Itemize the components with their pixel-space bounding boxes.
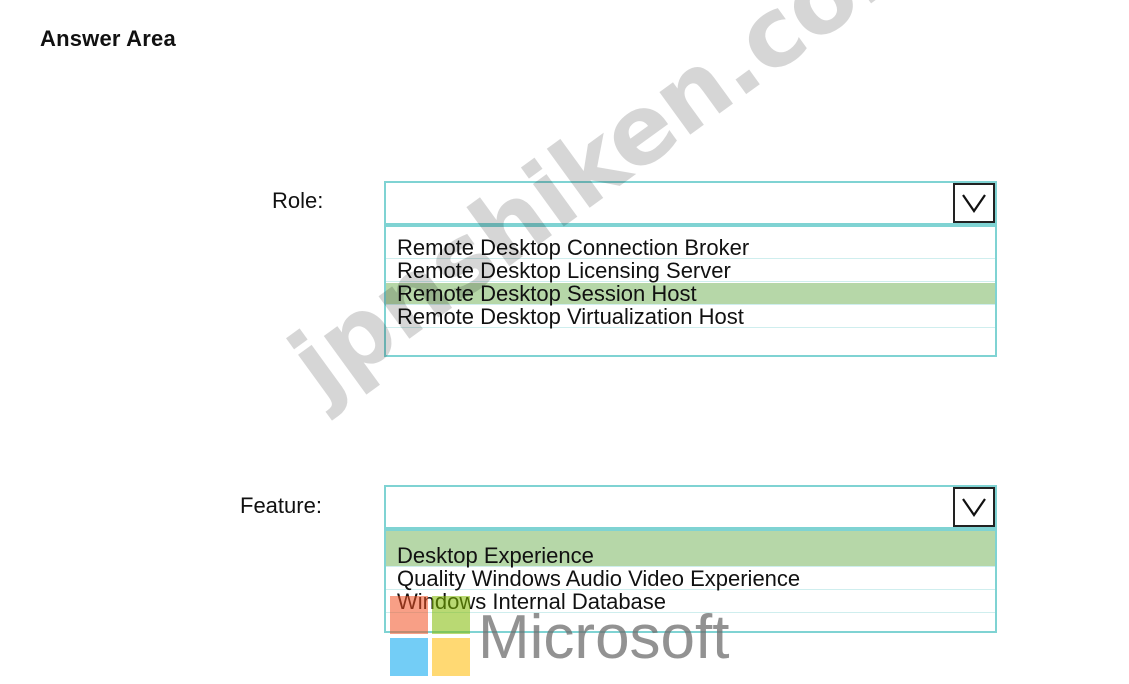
feature-dropdown-button[interactable] — [953, 487, 995, 527]
microsoft-logo — [390, 596, 470, 676]
role-option-session-host[interactable]: Remote Desktop Session Host — [386, 283, 995, 305]
logo-square-green — [432, 596, 470, 634]
role-label: Role: — [272, 188, 324, 213]
feature-label: Feature: — [240, 493, 322, 518]
chevron-down-icon — [962, 194, 986, 213]
role-dropdown[interactable] — [384, 181, 997, 225]
answer-area-title: Answer Area — [40, 26, 176, 51]
logo-square-yellow — [432, 638, 470, 676]
feature-option-quality-windows-audio-video[interactable]: Quality Windows Audio Video Experience — [386, 568, 995, 590]
role-listbox: Remote Desktop Connection Broker Remote … — [384, 225, 997, 357]
role-option-connection-broker[interactable]: Remote Desktop Connection Broker — [386, 237, 995, 259]
role-option-virtualization-host[interactable]: Remote Desktop Virtualization Host — [386, 306, 995, 328]
feature-listbox: Desktop Experience Quality Windows Audio… — [384, 529, 997, 633]
role-dropdown-button[interactable] — [953, 183, 995, 223]
chevron-down-icon — [962, 498, 986, 517]
feature-option-desktop-experience[interactable]: Desktop Experience — [386, 531, 995, 567]
feature-dropdown[interactable] — [384, 485, 997, 529]
logo-square-red — [390, 596, 428, 634]
microsoft-logo-text: Microsoft — [478, 603, 730, 672]
role-option-licensing-server[interactable]: Remote Desktop Licensing Server — [386, 260, 995, 282]
logo-square-blue — [390, 638, 428, 676]
